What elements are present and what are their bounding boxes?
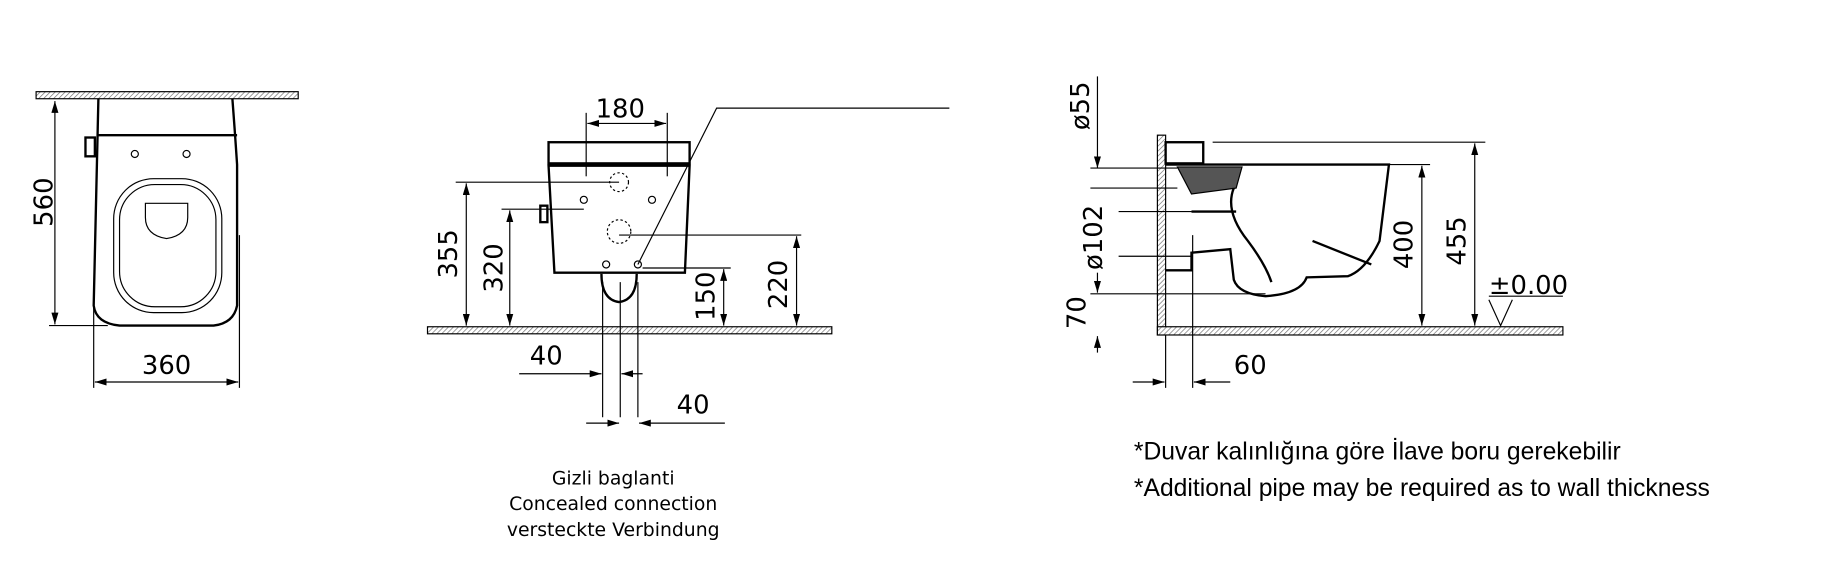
- dim-offset-left: 40: [530, 341, 563, 371]
- caption-en: Concealed connection: [509, 494, 717, 515]
- dim-inlet-diameter: ø55: [1066, 81, 1096, 130]
- dim-355: 355: [434, 229, 464, 278]
- dim-rim-height: 400: [1389, 220, 1419, 269]
- dim-150: 150: [691, 272, 721, 321]
- wall-hatch: [35, 91, 299, 100]
- seat-outer: [113, 178, 223, 314]
- dim-outlet-height: 70: [1063, 296, 1093, 329]
- level-marker-icon: [1488, 299, 1513, 327]
- floor-hatch: [426, 326, 833, 335]
- bowl-section: [1165, 163, 1391, 298]
- bowl-opening: [144, 202, 189, 240]
- dim-fixing-spacing: 180: [596, 95, 645, 125]
- note-en: *Additional pipe may be required as to w…: [1134, 475, 1710, 502]
- seat-cover: [547, 141, 691, 165]
- dim-total-height: 455: [1442, 216, 1472, 265]
- dim-220: 220: [764, 260, 794, 309]
- floor-level: ±0.00: [1489, 271, 1568, 301]
- floor-hatch: [1156, 326, 1564, 336]
- flush-button: [84, 136, 97, 158]
- dim-320: 320: [480, 243, 510, 292]
- cistern-inlet: [1164, 141, 1205, 165]
- front-view: 180 355 320 150 220 40 40 Gizli baglanti…: [426, 95, 950, 541]
- dim-width: 360: [142, 351, 191, 381]
- dim-wall-offset: 60: [1234, 351, 1267, 381]
- top-view: 560 360: [30, 91, 299, 388]
- dim-depth: 560: [30, 177, 60, 226]
- side-view: ø55 ø102 70 60 400 455 ±0.00: [1063, 76, 1568, 388]
- bowl-bottom: [600, 273, 638, 304]
- bowl-body: [547, 164, 691, 274]
- note-tr: *Duvar kalınlığına göre İlave boru gerek…: [1134, 439, 1621, 466]
- dim-offset-right: 40: [677, 391, 710, 421]
- leader-line: [637, 107, 950, 265]
- caption-tr: Gizli baglanti: [552, 468, 675, 489]
- dim-outlet-diameter: ø102: [1079, 205, 1109, 270]
- wall-hatch: [1156, 134, 1167, 336]
- toilet-outline: [92, 98, 239, 327]
- caption-de: versteckte Verbindung: [507, 520, 720, 541]
